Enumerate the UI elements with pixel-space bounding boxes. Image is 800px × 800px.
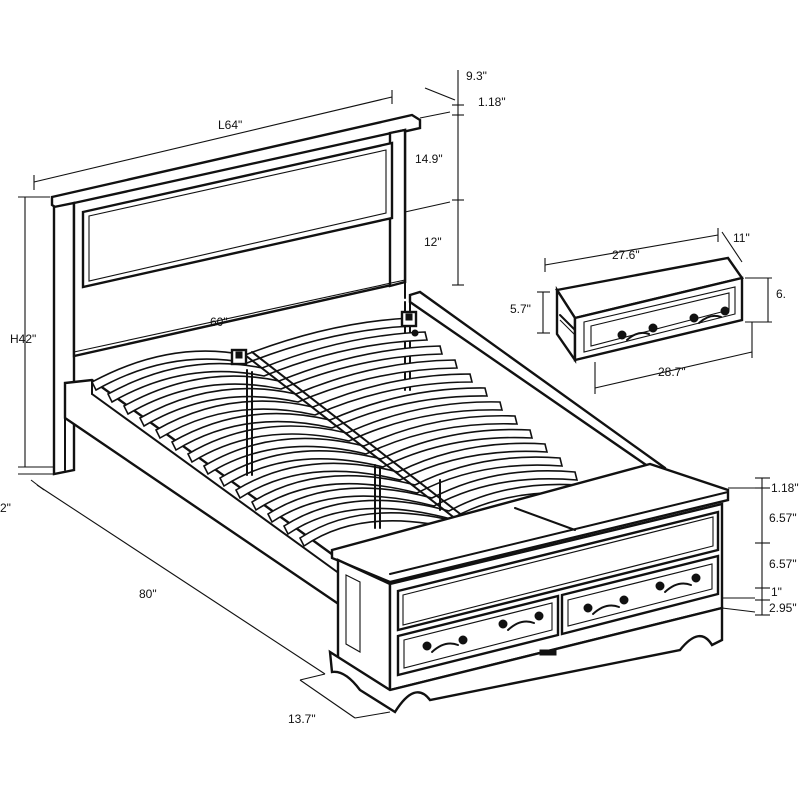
label-leg-clearance: 2" (0, 501, 11, 515)
label-headboard-lower: 12" (424, 235, 442, 249)
label-drawer-depth: 11" (733, 231, 750, 245)
headboard (50, 113, 422, 476)
label-overall-height: H42" (10, 332, 36, 346)
label-inner-width: 60" (210, 315, 228, 329)
label-footboard-depth: 13.7" (288, 712, 316, 726)
center-support-rail (230, 310, 478, 531)
label-drawer-front-height: 6. (776, 287, 786, 301)
label-drawer-side-height: 5.7" (510, 302, 531, 316)
label-drawer-bottom-width: 28.7" (658, 365, 686, 379)
label-length: 80" (139, 587, 157, 601)
label-drawer-top-width: 27.6" (612, 248, 640, 262)
drawer-handles (422, 573, 701, 653)
label-footboard-base: 2.95" (769, 601, 797, 615)
label-headboard-cap: 1.18" (478, 95, 506, 109)
footboard (328, 462, 730, 714)
label-footboard-panel: 6.57" (769, 511, 797, 525)
drawer-detail (555, 256, 744, 364)
dimension-lines (18, 70, 772, 719)
label-headboard-length: L64" (218, 118, 242, 132)
label-footboard-cap: 1.18" (771, 481, 799, 495)
label-headboard-top-depth: 9.3" (466, 69, 487, 83)
dimension-labels: L64" 9.3" 1.18" 14.9" 12" 60" H42" 2" 80… (0, 69, 799, 726)
label-headboard-upper: 14.9" (415, 152, 443, 166)
label-footboard-rail: 1" (771, 585, 782, 599)
label-footboard-drawer-height: 6.57" (769, 557, 797, 571)
